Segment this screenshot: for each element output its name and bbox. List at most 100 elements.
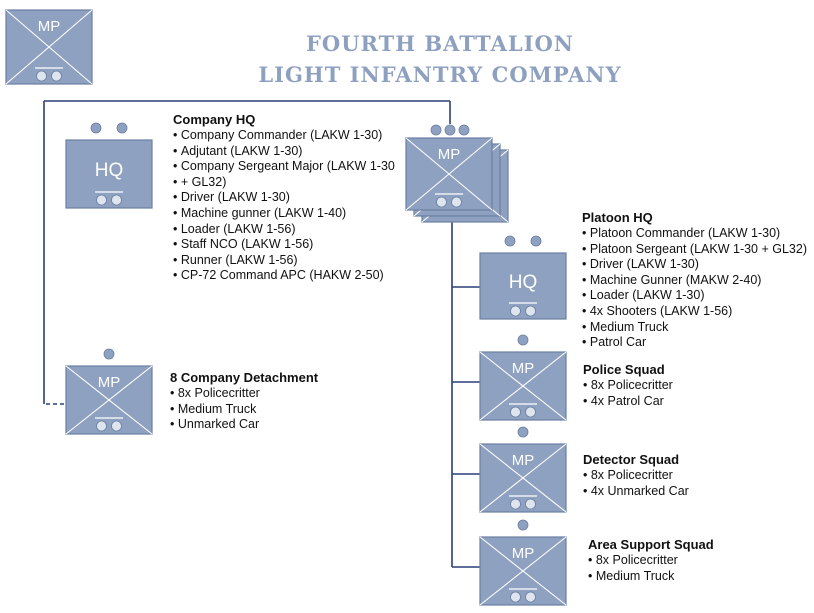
echelon-dot: [96, 420, 107, 432]
symbol-frame: [65, 139, 153, 209]
symbol-cross-line: [479, 443, 567, 513]
platoon-hq-text: Platoon HQPlatoon Commander (LAKW 1-30)P…: [582, 210, 807, 351]
symbol-cross-line: [479, 351, 567, 421]
list-item: Machine Gunner (MAKW 2-40): [582, 273, 807, 289]
list-item: Loader (LAKW 1-56): [173, 222, 395, 238]
list-item: Platoon Commander (LAKW 1-30): [582, 226, 807, 242]
detector-squad-heading: Detector Squad: [583, 452, 680, 467]
list-item: Platoon Sergeant (LAKW 1-30 + GL32): [582, 242, 807, 258]
list-item: CP-72 Command APC (HAKW 2-50): [173, 268, 395, 284]
mp-label: MP: [98, 374, 121, 391]
echelon-dot: [96, 194, 107, 206]
area-support-squad-item-list: 8x PolicecritterMedium Truck: [588, 553, 714, 584]
list-item: 8x Policecritter: [583, 378, 673, 394]
mp-label: MP: [512, 545, 535, 562]
detachment-symbol: MP: [65, 348, 153, 435]
list-item: 8x Policecritter: [170, 386, 318, 402]
list-item: Medium Truck: [170, 402, 318, 418]
echelon-dot: [525, 406, 536, 418]
symbol-cross-line: [405, 137, 493, 211]
echelon-dot-above: [517, 426, 529, 438]
police-squad-heading: Police Squad: [583, 362, 665, 377]
detachment-item-list: 8x PolicecritterMedium TruckUnmarked Car: [170, 386, 318, 433]
echelon-dot: [525, 591, 536, 603]
symbol-frame: [479, 252, 567, 320]
list-item: Medium Truck: [582, 320, 807, 336]
echelon-dot: [111, 420, 122, 432]
list-item: Driver (LAKW 1-30): [582, 257, 807, 273]
symbol-cross-line: [479, 536, 567, 606]
mp-label: MP: [438, 146, 461, 163]
symbol-cross-line: [5, 9, 93, 85]
platoon-hq-item-list: Platoon Commander (LAKW 1-30)Platoon Ser…: [582, 226, 807, 351]
echelon-dot-above: [90, 122, 102, 134]
detector-squad-item-list: 8x Policecritter4x Unmarked Car: [583, 468, 689, 499]
company-hq-text: Company HQCompany Commander (LAKW 1-30)A…: [173, 112, 395, 284]
list-item: 8x Policecritter: [588, 553, 714, 569]
area-support-squad-heading: Area Support Squad: [588, 537, 714, 552]
echelon-dot-above: [504, 235, 516, 247]
echelon-dot-above: [517, 334, 529, 346]
police-squad-text: Police Squad8x Policecritter4x Patrol Ca…: [583, 362, 673, 409]
hq-label: HQ: [509, 272, 538, 293]
chart-title-line-1: FOURTH BATTALION: [306, 31, 574, 56]
list-item: Unmarked Car: [170, 417, 318, 433]
battalion-mp-symbol: MP: [5, 9, 93, 85]
list-item: 4x Unmarked Car: [583, 484, 689, 500]
echelon-dot: [525, 498, 536, 510]
list-item: Company Sergeant Major (LAKW 1-30: [173, 159, 395, 175]
symbol-cross-line: [65, 365, 153, 435]
list-item: Loader (LAKW 1-30): [582, 288, 807, 304]
platoon-echelon-dot: [444, 124, 456, 136]
platoon-echelon-dot: [430, 124, 442, 136]
detector-squad-symbol: MP: [479, 426, 567, 513]
list-item: Machine gunner (LAKW 1-40): [173, 206, 395, 222]
list-item: + GL32): [173, 175, 395, 191]
list-item: Adjutant (LAKW 1-30): [173, 144, 395, 160]
echelon-dot: [510, 591, 521, 603]
echelon-dot: [111, 194, 122, 206]
echelon-dot: [525, 305, 536, 317]
company-hq-symbol: HQ: [65, 122, 153, 209]
list-item: Driver (LAKW 1-30): [173, 190, 395, 206]
detachment-heading: 8 Company Detachment: [170, 370, 319, 385]
list-item: Runner (LAKW 1-56): [173, 253, 395, 269]
detector-squad-text: Detector Squad8x Policecritter4x Unmarke…: [583, 452, 689, 499]
unit-symbols: MPHQMPMPMPHQMPMPMPMP: [5, 9, 567, 606]
chart-title-line-2: LIGHT INFANTRY COMPANY: [258, 62, 622, 87]
area-support-squad-text: Area Support Squad8x PolicecritterMedium…: [588, 537, 714, 584]
echelon-dot-above: [530, 235, 542, 247]
echelon-dot: [36, 70, 47, 82]
list-item: 4x Patrol Car: [583, 394, 673, 410]
echelon-dot: [510, 305, 521, 317]
echelon-dot: [436, 196, 447, 208]
echelon-dot: [510, 498, 521, 510]
area-support-squad-symbol: MP: [479, 519, 567, 606]
echelon-dot: [510, 406, 521, 418]
platoon-echelon-dot: [458, 124, 470, 136]
mp-label: MP: [512, 360, 535, 377]
echelon-dot-above: [517, 519, 529, 531]
echelon-dot: [451, 196, 462, 208]
platoon-symbol-front: MP: [405, 137, 493, 211]
platoon-hq-heading: Platoon HQ: [582, 210, 653, 225]
list-item: Medium Truck: [588, 569, 714, 585]
hq-label: HQ: [95, 160, 124, 181]
list-item: 4x Shooters (LAKW 1-56): [582, 304, 807, 320]
list-item: Company Commander (LAKW 1-30): [173, 128, 395, 144]
company-hq-heading: Company HQ: [173, 112, 256, 127]
mp-label: MP: [38, 18, 61, 35]
echelon-dot-above: [103, 348, 115, 360]
police-squad-item-list: 8x Policecritter4x Patrol Car: [583, 378, 673, 409]
echelon-dot-above: [116, 122, 128, 134]
platoon-hq-symbol: HQ: [479, 235, 567, 320]
mp-label: MP: [512, 452, 535, 469]
connector-lines: [43, 100, 480, 568]
company-hq-item-list: Company Commander (LAKW 1-30)Adjutant (L…: [173, 128, 395, 284]
echelon-dot: [51, 70, 62, 82]
list-item: Patrol Car: [582, 335, 807, 351]
list-item: 8x Policecritter: [583, 468, 689, 484]
police-squad-symbol: MP: [479, 334, 567, 421]
detachment-text: 8 Company Detachment8x PolicecritterMedi…: [170, 370, 318, 433]
